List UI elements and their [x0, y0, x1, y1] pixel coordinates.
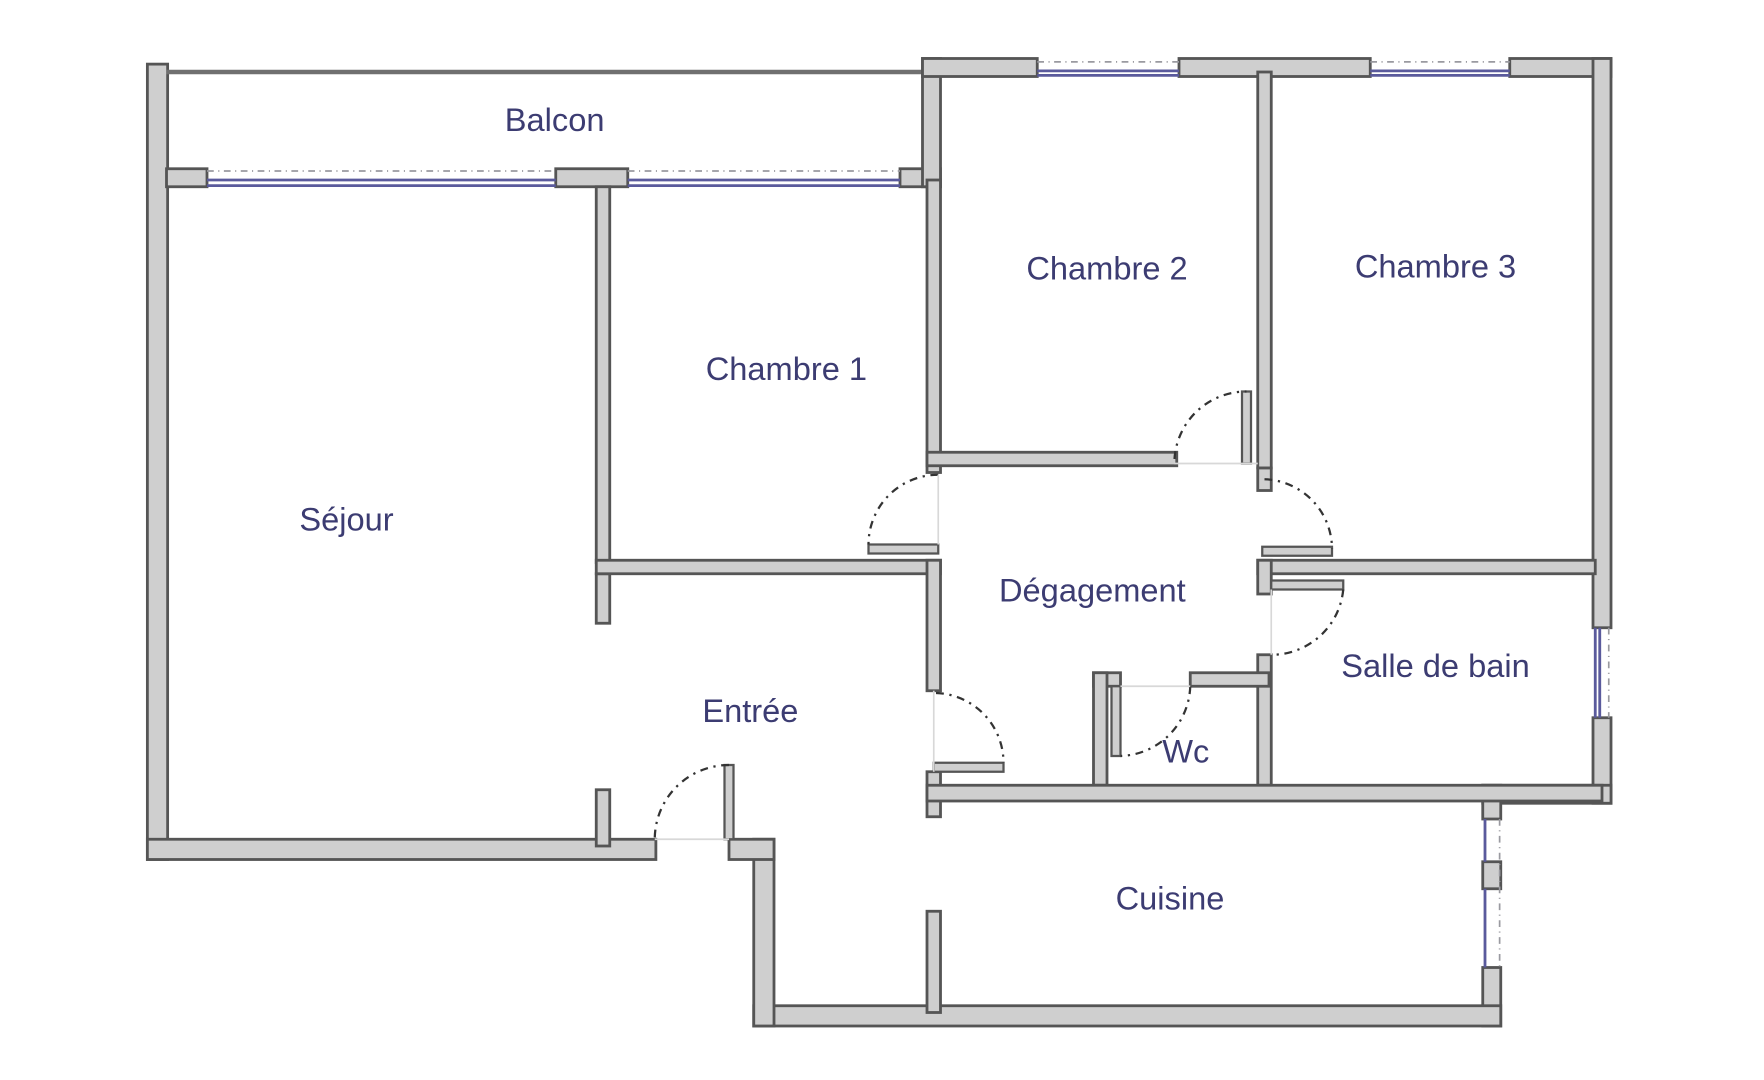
doors [653, 390, 1345, 841]
door-salle-de-bain[interactable] [1270, 579, 1345, 656]
label-cuisine: Cuisine [1116, 880, 1225, 917]
windows [207, 61, 1610, 968]
label-chambre-1: Chambre 1 [706, 350, 867, 387]
door-chambre-1[interactable] [867, 473, 940, 555]
label-entree: Entrée [702, 692, 798, 729]
room-labels: Balcon Séjour Chambre 1 Chambre 2 Chambr… [299, 101, 1529, 917]
label-degagement: Dégagement [999, 571, 1186, 608]
door-wc[interactable] [1110, 685, 1192, 758]
label-sejour: Séjour [299, 501, 393, 538]
label-chambre-2: Chambre 2 [1026, 250, 1187, 287]
door-chambre-3[interactable] [1261, 478, 1334, 557]
label-balcon: Balcon [505, 101, 605, 138]
door-chambre-2[interactable] [1173, 390, 1258, 465]
label-salle-de-bain: Salle de bain [1341, 647, 1530, 684]
door-entree[interactable] [653, 763, 735, 841]
label-chambre-3: Chambre 3 [1355, 247, 1516, 284]
outer-walls [145, 57, 1613, 1028]
interior-walls [594, 70, 1604, 1014]
door-cuisine[interactable] [932, 690, 1005, 773]
label-wc: Wc [1162, 732, 1209, 769]
